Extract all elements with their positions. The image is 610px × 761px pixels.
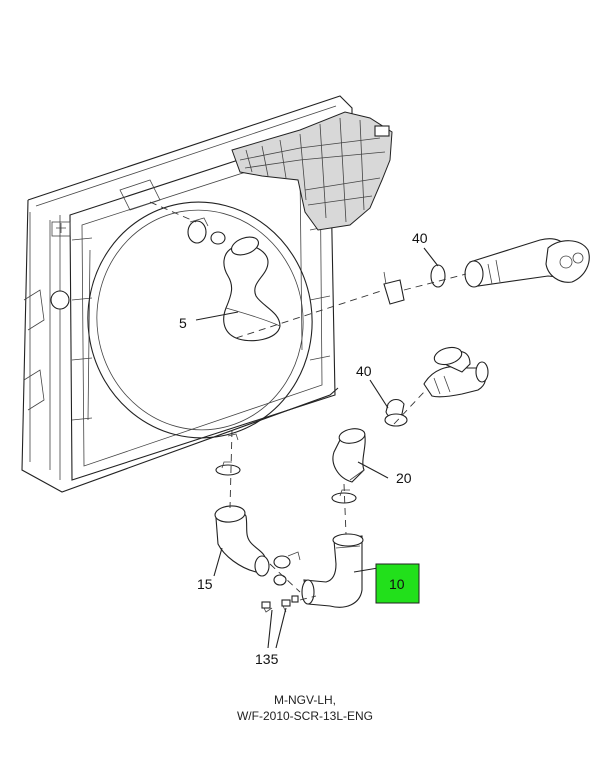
assembly-centerlines	[149, 201, 467, 601]
hose-clamps	[215, 433, 357, 613]
leader-lines	[195, 247, 439, 649]
callout-10: 10	[389, 576, 405, 592]
diagram-caption: M-NGV-LH, W/F-2010-SCR-13L-ENG	[0, 692, 610, 724]
lower-coolant-pipe	[301, 533, 364, 608]
callout-5: 5	[179, 315, 187, 331]
callout-40-upper: 40	[412, 230, 428, 246]
callout-15: 15	[197, 576, 213, 592]
elbow-hose-20	[332, 428, 366, 483]
fan-ring	[87, 201, 313, 439]
elbow-hose-15	[214, 505, 270, 577]
caption-line-1: M-NGV-LH,	[273, 693, 336, 707]
middle-coolant-pipe	[384, 346, 489, 427]
callout-40-middle: 40	[356, 363, 372, 379]
callout-20: 20	[396, 470, 412, 486]
upper-hose	[187, 217, 281, 342]
coolant-surge-tank	[231, 111, 393, 231]
callout-135: 135	[255, 651, 279, 667]
upper-coolant-pipe	[383, 238, 590, 305]
callout-10-highlight	[375, 563, 420, 604]
caption-line-2: W/F-2010-SCR-13L-ENG	[236, 709, 374, 723]
